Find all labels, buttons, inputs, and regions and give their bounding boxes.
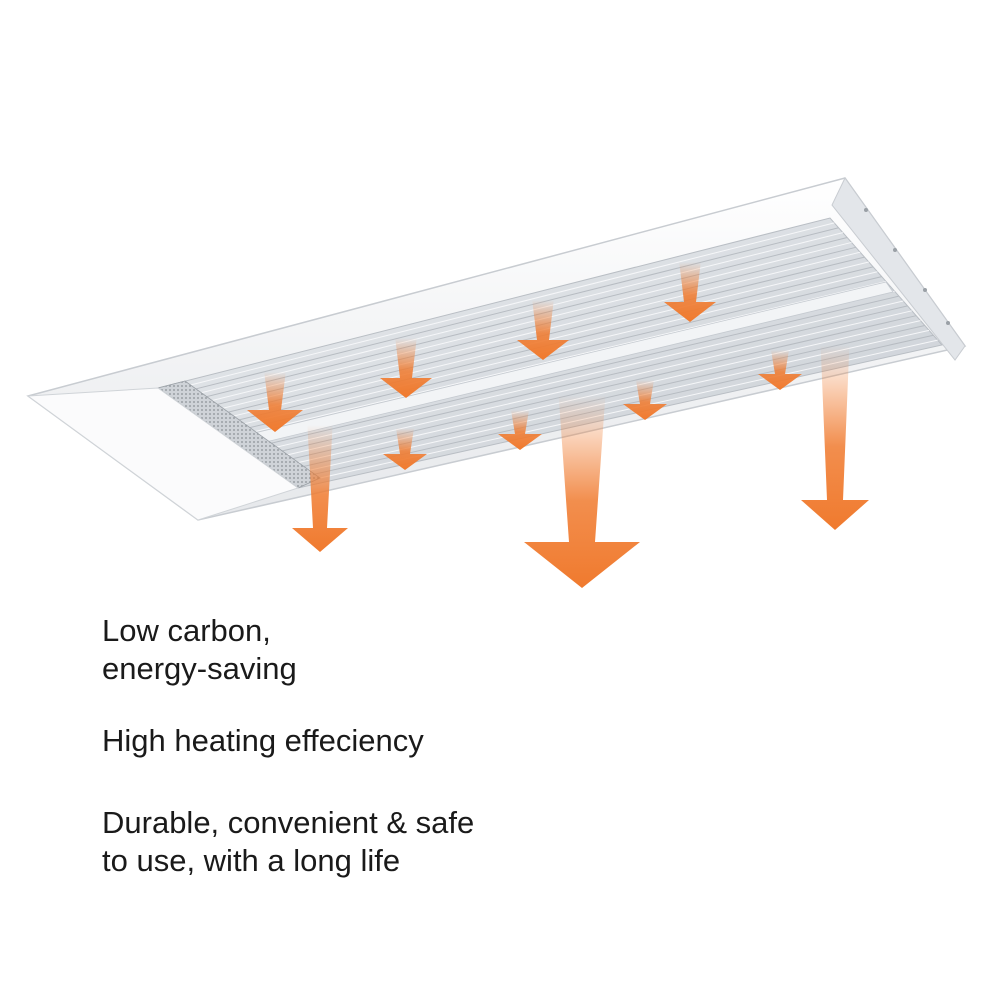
left-end-plate — [26, 387, 300, 521]
panel-rib — [184, 241, 852, 408]
panel-rib — [227, 281, 887, 439]
panel-rib — [174, 232, 844, 401]
panel-rib — [190, 246, 856, 412]
down-arrow-icon — [758, 350, 802, 390]
panel-rib — [195, 251, 861, 416]
panel-rib — [168, 227, 839, 397]
panel-rib — [260, 310, 912, 462]
down-arrow-icon — [292, 425, 348, 552]
heat-arrows — [247, 262, 869, 588]
panel-ribs — [163, 222, 938, 485]
panel-rib — [222, 276, 882, 435]
infrared-heater-illustration — [26, 177, 967, 588]
panel-rib — [244, 295, 900, 451]
down-arrow-icon — [383, 428, 427, 470]
down-arrow-icon — [247, 372, 303, 432]
panel-rib — [254, 305, 908, 458]
down-arrow-icon — [380, 338, 432, 398]
down-arrow-icon — [623, 380, 667, 420]
panel-rib — [163, 222, 835, 393]
feature-low-carbon: Low carbon, energy-saving — [102, 613, 297, 686]
feature-durable-safe: Durable, convenient & safe to use, with … — [102, 805, 475, 878]
panel-rib — [249, 300, 904, 454]
down-arrow-icon — [517, 300, 569, 360]
down-arrow-icon — [524, 395, 640, 588]
down-arrow-icon — [498, 410, 542, 450]
down-arrow-icon — [801, 345, 869, 530]
down-arrow-icon — [664, 262, 716, 322]
panel-rib — [179, 237, 848, 404]
panel-rib — [270, 320, 921, 470]
feature-heating-efficiency: High heating effeciency — [102, 723, 424, 758]
panel-rib — [265, 315, 917, 466]
panel-rib — [200, 256, 865, 420]
